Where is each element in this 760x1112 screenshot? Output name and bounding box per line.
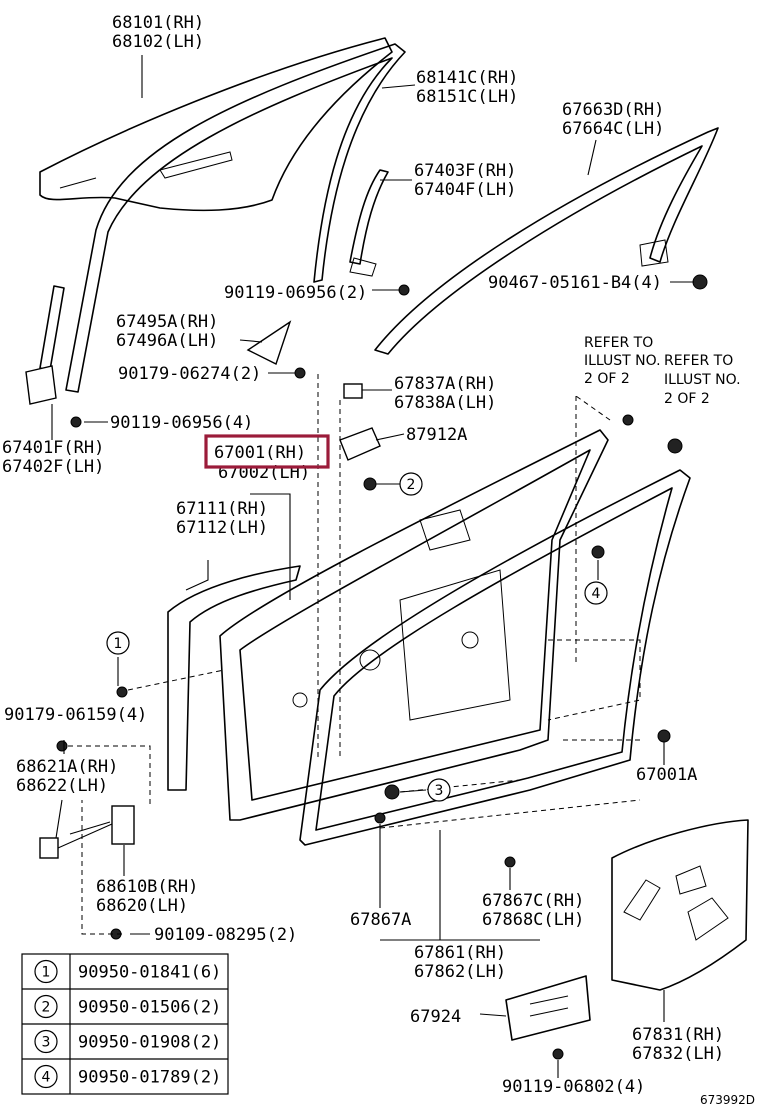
- weatherstrip[interactable]: [299, 469, 691, 846]
- label-67867a[interactable]: 67867A: [350, 910, 411, 930]
- label-68101[interactable]: 68101(RH): [112, 13, 204, 33]
- door-check[interactable]: [39, 823, 113, 859]
- label-67867c[interactable]: 67867C(RH): [482, 891, 584, 911]
- refer-note-1-line2: ILLUST NO.: [584, 353, 661, 369]
- label-90119-06802[interactable]: 90119-06802(4): [502, 1077, 645, 1097]
- service-hole-cover[interactable]: [611, 819, 749, 991]
- label-67001a[interactable]: 67001A: [636, 765, 697, 785]
- legend-part-2[interactable]: 90950-01506(2): [78, 998, 221, 1018]
- label-90119-06956-4[interactable]: 90119-06956(4): [110, 413, 253, 433]
- refer-note-2-line2: ILLUST NO.: [664, 372, 741, 388]
- callout-circles: 1 2 3 4: [106, 472, 608, 802]
- legend-number-3: 3: [42, 1035, 51, 1051]
- callout-circle-1: [106, 631, 130, 655]
- legend-part-1[interactable]: 90950-01841(6): [78, 963, 221, 983]
- legend-circle-3: [34, 1029, 58, 1054]
- outer-panel[interactable]: [167, 565, 301, 791]
- leader-lines: [51, 55, 694, 1078]
- label-67404f[interactable]: 67404F(LH): [414, 180, 516, 200]
- label-67861[interactable]: 67861(RH): [414, 943, 506, 963]
- legend-number-1: 1: [42, 965, 51, 981]
- pad[interactable]: [343, 383, 363, 399]
- label-67862[interactable]: 67862(LH): [414, 962, 506, 982]
- legend-number-4: 4: [42, 1070, 51, 1086]
- label-90467-05161[interactable]: 90467-05161-B4(4): [488, 273, 662, 293]
- rear-sash[interactable]: [25, 285, 65, 405]
- label-90119-06956-2[interactable]: 90119-06956(2): [224, 283, 367, 303]
- bracket[interactable]: [505, 975, 591, 1041]
- label-90109-08295[interactable]: 90109-08295(2): [154, 925, 297, 945]
- corner-cover[interactable]: [246, 320, 292, 365]
- label-67401f[interactable]: 67401F(RH): [2, 438, 104, 458]
- seal-piece[interactable]: [339, 427, 381, 461]
- label-67111[interactable]: 67111(RH): [176, 499, 268, 519]
- label-68141c[interactable]: 68141C(RH): [416, 68, 518, 88]
- door-glass[interactable]: [39, 37, 393, 212]
- label-67001-rh[interactable]: 67001(RH): [214, 443, 306, 463]
- callout-number-4: 4: [592, 586, 601, 602]
- door-panel[interactable]: [219, 429, 609, 821]
- label-68151c[interactable]: 68151C(LH): [416, 87, 518, 107]
- label-67112[interactable]: 67112(LH): [176, 518, 268, 538]
- callout-number-2: 2: [407, 477, 416, 493]
- label-67868c[interactable]: 67868C(LH): [482, 910, 584, 930]
- refer-note-2-line1: REFER TO: [664, 353, 733, 369]
- label-67403f[interactable]: 67403F(RH): [414, 161, 516, 181]
- callout-circle-3: [427, 778, 451, 802]
- callout-number-1: 1: [114, 636, 123, 652]
- figure-reference-code: 673992D: [700, 1093, 755, 1107]
- label-67837a[interactable]: 67837A(RH): [394, 374, 496, 394]
- label-67496a[interactable]: 67496A(LH): [116, 331, 218, 351]
- refer-note-2-line3: 2 OF 2: [664, 391, 710, 407]
- label-67402f[interactable]: 67402F(LH): [2, 457, 104, 477]
- legend-part-3[interactable]: 90950-01908(2): [78, 1033, 221, 1053]
- glass-run[interactable]: [65, 43, 406, 393]
- label-67664c[interactable]: 67664C(LH): [562, 119, 664, 139]
- legend-circle-4: [34, 1064, 58, 1089]
- legend-number-2: 2: [42, 1000, 51, 1016]
- callout-circle-4: [584, 581, 608, 605]
- label-67838a[interactable]: 67838A(LH): [394, 393, 496, 413]
- assembly-guides: [68, 374, 641, 935]
- label-67495a[interactable]: 67495A(RH): [116, 312, 218, 332]
- refer-note-1-line1: REFER TO: [584, 335, 653, 351]
- legend-circle-2: [34, 994, 58, 1019]
- label-67924[interactable]: 67924: [410, 1007, 461, 1027]
- highlight-box: [204, 434, 330, 469]
- label-68620[interactable]: 68620(LH): [96, 896, 188, 916]
- door-frame-moulding[interactable]: [374, 127, 719, 355]
- door-hinge[interactable]: [69, 805, 135, 845]
- legend-circle-1: [34, 959, 58, 984]
- legend-part-4[interactable]: 90950-01789(2): [78, 1068, 221, 1088]
- label-67831[interactable]: 67831(RH): [632, 1025, 724, 1045]
- part-labels: 68101(RH) 68102(LH) 68141C(RH) 68151C(LH…: [2, 13, 755, 1107]
- fastener-legend-table: 1 90950-01841(6) 2 90950-01506(2) 3 90950-019…: [21, 953, 229, 1095]
- label-67832[interactable]: 67832(LH): [632, 1044, 724, 1064]
- refer-note-1-line3: 2 OF 2: [584, 371, 630, 387]
- label-68610b[interactable]: 68610B(RH): [96, 877, 198, 897]
- label-68621a[interactable]: 68621A(RH): [16, 757, 118, 777]
- label-87912a[interactable]: 87912A: [406, 425, 467, 445]
- label-90179-06159[interactable]: 90179-06159(4): [4, 705, 147, 725]
- callout-circle-2: [399, 472, 423, 496]
- callout-number-3: 3: [435, 783, 444, 799]
- label-67663d[interactable]: 67663D(RH): [562, 100, 664, 120]
- label-68622[interactable]: 68622(LH): [16, 776, 108, 796]
- label-90179-06274[interactable]: 90179-06274(2): [118, 364, 261, 384]
- front-sash[interactable]: [349, 169, 389, 277]
- label-68102[interactable]: 68102(LH): [112, 32, 204, 52]
